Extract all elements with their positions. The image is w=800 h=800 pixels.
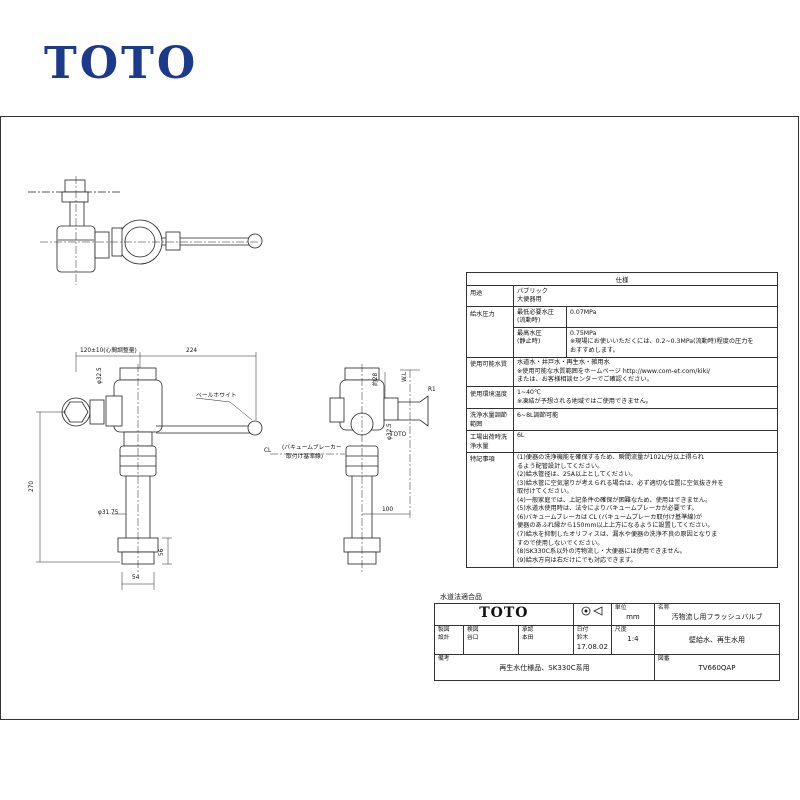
dim-54: 54: [132, 575, 140, 581]
dim-r1: R1: [428, 387, 436, 393]
spec-range-value: 6~8L調節可能: [513, 407, 778, 431]
spec-min-label: 最低必要水圧 (流動時): [513, 306, 567, 329]
dim-wl: W.L: [402, 371, 408, 382]
tb-remarks: 備考 再生水仕様品、SK330C系用: [434, 653, 655, 681]
dim-cl: CL: [264, 448, 272, 454]
tb-check: 検図 谷口: [463, 625, 519, 655]
note-line: (6)バキュームブレーカは CL (バキュームブレーカ取付け基準線)が: [517, 513, 703, 521]
dim-dia-pipe: φ31.75: [98, 510, 119, 516]
compliance-label: 水道法適合品: [440, 593, 482, 601]
spec-use-value: パブリック 大便器用: [513, 284, 778, 308]
spec-notes: (1)便器の洗浄機能を確保するため、瞬間流量が102L/分以上得られ るよう配管…: [513, 451, 778, 568]
spec-pressure-label: 給水圧力: [466, 306, 514, 358]
dim-224: 224: [186, 348, 198, 354]
note-line: (3)給水管に空気溜りが考えられる場合は、必ず適切な位置に空気抜き弁を: [517, 479, 724, 487]
dim-offset: 120±10(心間調整量): [80, 348, 137, 354]
tb-unit: 単位 mm: [610, 603, 655, 626]
top-view: [28, 176, 263, 285]
spec-temp-label: 使用環境温度: [466, 386, 514, 409]
spec-min-value: 0.07MPa: [566, 306, 778, 329]
tb-logo: TOTO: [479, 605, 529, 621]
note-line: すので使用しないでください。: [517, 539, 604, 547]
note-line: (4)一般家庭では、上記条件の確保が困難なため、使用はできません。: [517, 496, 712, 504]
spec-max-label: 最高水圧 (静止時): [513, 327, 567, 358]
dim-100: 100: [382, 507, 394, 513]
projection-icon: [581, 606, 603, 616]
spec-water-value: 水道水・井戸水・再生水・雑用水 ※使用可能な水質範囲をホームページ http:/…: [513, 356, 778, 388]
spec-use-label: 用途: [466, 284, 514, 308]
tb-name: 名称 汚物流し用フラッシュバルブ: [653, 603, 781, 626]
spec-temp-value: 1~40℃ ※凍結が予想される地域ではご使用できません。: [513, 386, 778, 409]
dim-56: 56: [159, 548, 165, 556]
spec-table: 仕様 用途 パブリック 大便器用 給水圧力 最低必要水圧 (流動時) 0.07M…: [466, 272, 778, 568]
dim-vb-line1: (バキュームブレーカー: [282, 445, 342, 451]
drawing-sheet: [0, 116, 799, 720]
spec-water-label: 使用可能水質: [466, 356, 514, 388]
tb-subtitle: 壁給水、再生水用: [653, 625, 781, 655]
dim-dia-1: φ32.5: [97, 367, 103, 384]
note-line: (9)給水方向は右だけにでも対応できます。: [517, 556, 637, 564]
note-line: (7)給水を抑制したオリフィスは、漏水や便器の洗浄不良の原因となりま: [517, 530, 718, 538]
spec-title: 仕様: [466, 272, 778, 286]
tb-logo-cell: TOTO: [434, 603, 574, 626]
spec-range-label: 洗浄水量調節範囲: [466, 407, 514, 431]
note-line: 便器のあふれ縁から150mm以上上方になるように設置してください。: [517, 522, 714, 530]
note-line: (2)給水管径は、25A以上としてください。: [517, 471, 637, 479]
note-line: るよう配管設計してください。: [517, 462, 604, 470]
dim-color: ベールホワイト: [196, 393, 237, 399]
tb-scale: 尺度 1:4: [610, 625, 655, 655]
spec-factory-value: 6L: [513, 429, 778, 453]
tb-approve: 承認 本田: [517, 625, 574, 655]
dim-vb-line2: 取付け基準線): [286, 454, 324, 460]
side-brand: TOTO: [390, 432, 407, 438]
tb-date: 日付 鈴木 17.08.02: [572, 625, 612, 655]
title-block: TOTO 単位 mm 名称 汚物流し用フラッシュバルブ 製図 設計 検図 谷口: [434, 603, 781, 681]
dim-270: 270: [29, 480, 35, 492]
spec-max-value: 0.75MPa ※現場にお使いいただくには、0.2~0.3MPa(流動時)程度の…: [566, 327, 778, 358]
tb-code: 図番 TV660QAP: [653, 653, 781, 681]
spec-notes-label: 特記事項: [466, 451, 514, 568]
front-view: [36, 352, 263, 590]
spec-factory-label: 工場出荷時洗浄水量: [466, 429, 514, 453]
note-line: (1)便器の洗浄機能を確保するため、瞬間流量が102L/分以上得られ: [517, 454, 704, 462]
note-line: (5)水道水使用時は、法令によりバキュームブレーカが必要です。: [517, 505, 698, 513]
note-line: 取付けてください。: [517, 488, 573, 496]
projection-symbol: [572, 603, 612, 626]
toto-logo: TOTO: [44, 38, 199, 89]
note-line: (8)SK330C系以外の汚物流し・大便器には使用できません。: [517, 548, 686, 556]
side-view: [270, 364, 429, 572]
tb-drawn: 製図 設計: [434, 625, 464, 655]
dim-28: 約28: [373, 372, 379, 386]
